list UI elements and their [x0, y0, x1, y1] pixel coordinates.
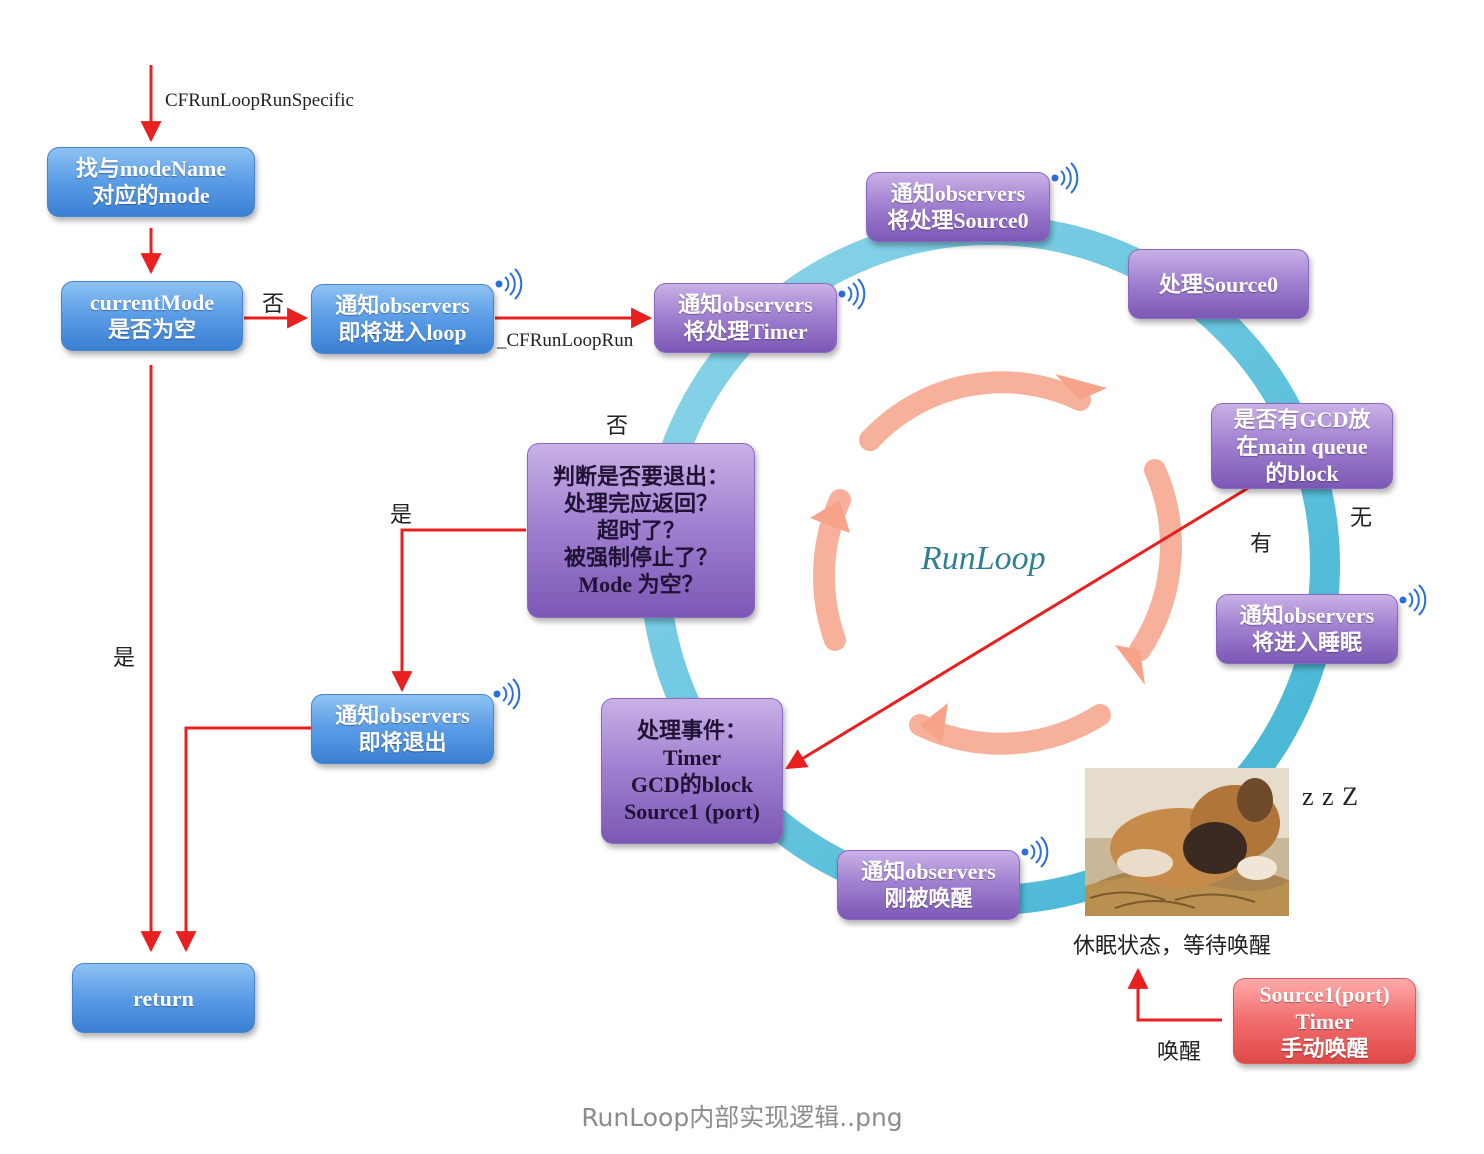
image-caption: RunLoop内部实现逻辑..png [581, 1103, 903, 1132]
arrow-wake [1127, 967, 1222, 1022]
arrow-gcd-has [785, 480, 1259, 770]
run-label: _CFRunLoopRun [497, 330, 634, 351]
label-mode-empty-no: 否 [262, 292, 285, 317]
arrow-exit-yes [391, 528, 526, 693]
label-mode-empty-yes: 是 [113, 646, 136, 671]
zzz-label: z z Z [1302, 782, 1359, 811]
entry-label: CFRunLoopRunSpecific [165, 90, 354, 111]
process-source0-box: 处理Source0 [1128, 249, 1309, 319]
arrow-notify-exit-to-return [175, 726, 311, 953]
label-gcd-none: 无 [1350, 506, 1373, 531]
label-wake: 唤醒 [1157, 1040, 1202, 1065]
exit-check-box: 判断是否要退出：处理完应返回？超时了？被强制停止了？Mode 为空？ [527, 443, 755, 618]
label-gcd-has: 有 [1250, 532, 1273, 557]
wifi-signal-icon [493, 162, 1427, 868]
runloop-center-label: RunLoop [921, 540, 1046, 577]
return-box: return [72, 963, 255, 1033]
label-exit-yes: 是 [390, 503, 413, 528]
sleeping-puppy-image [1085, 768, 1289, 916]
flow-arrows [140, 65, 1259, 1022]
swirl-arrows [810, 371, 1182, 755]
sleep-caption: 休眠状态，等待唤醒 [1073, 934, 1272, 959]
label-exit-no: 否 [606, 414, 629, 439]
